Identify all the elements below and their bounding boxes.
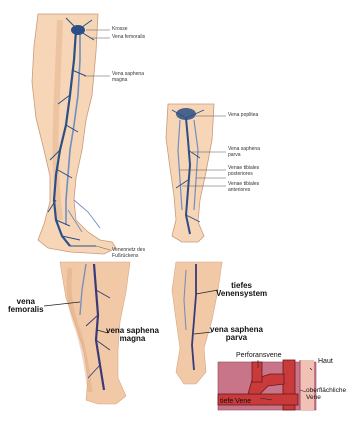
label-tiefe-vene: tiefe Vene <box>220 398 251 405</box>
label-krosse: Krosse <box>112 27 128 33</box>
label-venae-tibiales-anteriores: Venae tibiales anteriores <box>228 182 259 193</box>
label-vena-saphena-parva-top: Vena saphena parva <box>228 147 260 158</box>
label-vena-femoralis: vena femoralis <box>8 298 44 314</box>
label-vena-saphena-parva: vena saphena parva <box>210 326 263 342</box>
label-venennetz-des-fussrueckens: Venennetz des Fußrückens <box>112 248 145 259</box>
label-oberflaechliche-vene: oberflächliche Vene <box>306 388 346 401</box>
label-vena-saphena-magna: vena saphena magna <box>106 327 159 343</box>
front-leg-illustration <box>32 14 116 254</box>
back-leg-illustration <box>166 104 214 242</box>
leg-photo-right <box>172 262 222 384</box>
label-vena-saphena-magna-top: Vena saphena magna <box>112 72 144 83</box>
label-perforansvene: Perforansvene <box>236 352 282 359</box>
label-tiefes-venensystem: tiefes Venensystem <box>216 282 267 298</box>
label-vena-femoralis-top: Vena femoralis <box>112 35 145 41</box>
label-venae-tibiales-posteriores: Venae tibiales posteriores <box>228 166 259 177</box>
label-vena-poplitea: Vena poplitea <box>228 113 258 119</box>
label-haut: Haut <box>318 358 333 365</box>
